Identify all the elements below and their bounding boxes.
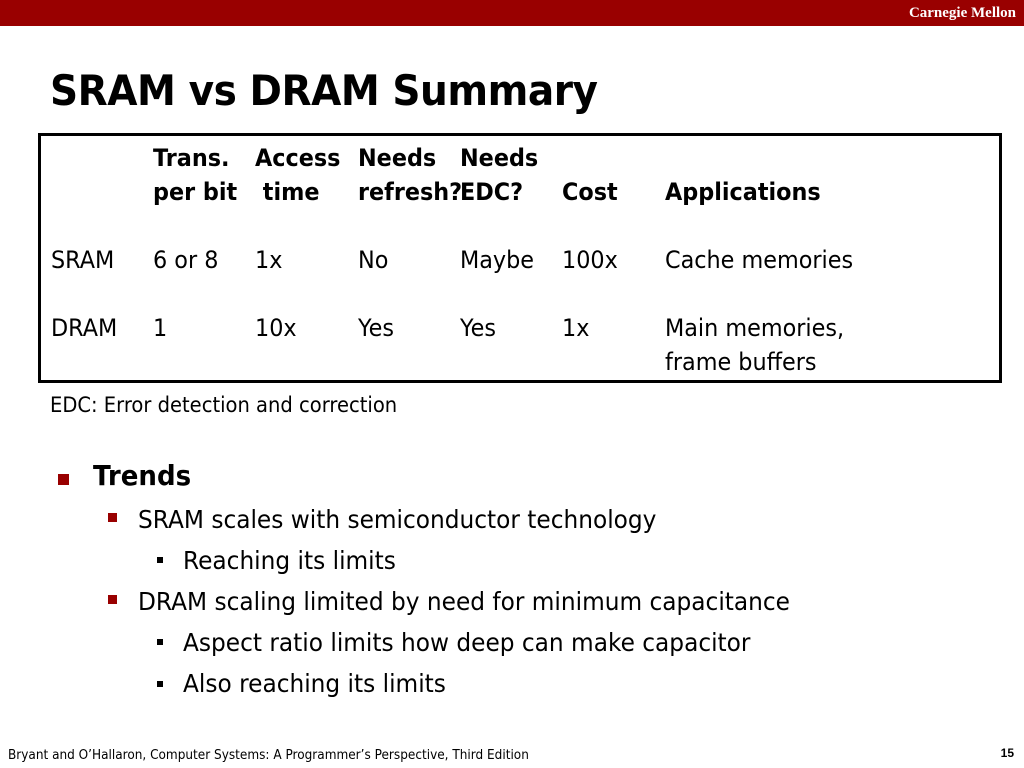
slide-title: SRAM vs DRAM Summary: [50, 66, 598, 115]
bullet-square-icon: [108, 513, 117, 522]
header-refresh: refresh?: [358, 178, 463, 206]
bullet-square-icon: [58, 474, 69, 485]
row-dram-applications-line2: frame buffers: [665, 348, 817, 376]
row-dram-applications-line1: Main memories,: [665, 314, 845, 342]
header-time: time: [255, 178, 320, 206]
page-number: 15: [1000, 746, 1014, 760]
row-dram-needs-refresh: Yes: [358, 314, 395, 342]
header-edc: EDC?: [460, 178, 524, 206]
row-sram-applications: Cache memories: [665, 246, 854, 274]
bullet-square-icon: [157, 681, 163, 687]
header-per-bit: per bit: [153, 178, 238, 206]
header-needs-refresh: Needs: [358, 144, 437, 172]
row-dram-trans-per-bit: 1: [153, 314, 168, 342]
bullet-square-icon: [108, 595, 117, 604]
trend-subitem-dram-limits: Also reaching its limits: [183, 669, 446, 698]
footer-citation: Bryant and O’Hallaron, Computer Systems:…: [8, 748, 529, 763]
header-applications: Applications: [665, 178, 821, 206]
bullet-square-icon: [157, 557, 163, 563]
header-trans: Trans.: [153, 144, 230, 172]
row-sram-needs-refresh: No: [358, 246, 389, 274]
bullet-square-icon: [157, 639, 163, 645]
header-cost: Cost: [562, 178, 618, 206]
trends-heading: Trends: [93, 459, 192, 492]
trend-item-sram-scaling: SRAM scales with semiconductor technolog…: [138, 505, 657, 534]
row-dram-needs-edc: Yes: [460, 314, 497, 342]
row-sram-name: SRAM: [51, 246, 115, 274]
header-needs-edc: Needs: [460, 144, 539, 172]
row-sram-cost: 100x: [562, 246, 618, 274]
brand-name: Carnegie Mellon: [908, 5, 1016, 21]
comparison-table: Trans. Access Needs Needs per bit time r…: [38, 133, 1002, 383]
header-bar: Carnegie Mellon: [0, 0, 1024, 26]
row-sram-needs-edc: Maybe: [460, 246, 535, 274]
trend-item-dram-scaling: DRAM scaling limited by need for minimum…: [138, 587, 790, 616]
row-dram-name: DRAM: [51, 314, 118, 342]
row-dram-cost: 1x: [562, 314, 590, 342]
header-access: Access: [255, 144, 341, 172]
row-sram-access-time: 1x: [255, 246, 283, 274]
trend-subitem-sram-limits: Reaching its limits: [183, 546, 396, 575]
row-sram-trans-per-bit: 6 or 8: [153, 246, 219, 274]
edc-footnote: EDC: Error detection and correction: [50, 393, 398, 417]
trend-subitem-aspect-ratio: Aspect ratio limits how deep can make ca…: [183, 628, 751, 657]
row-dram-access-time: 10x: [255, 314, 297, 342]
